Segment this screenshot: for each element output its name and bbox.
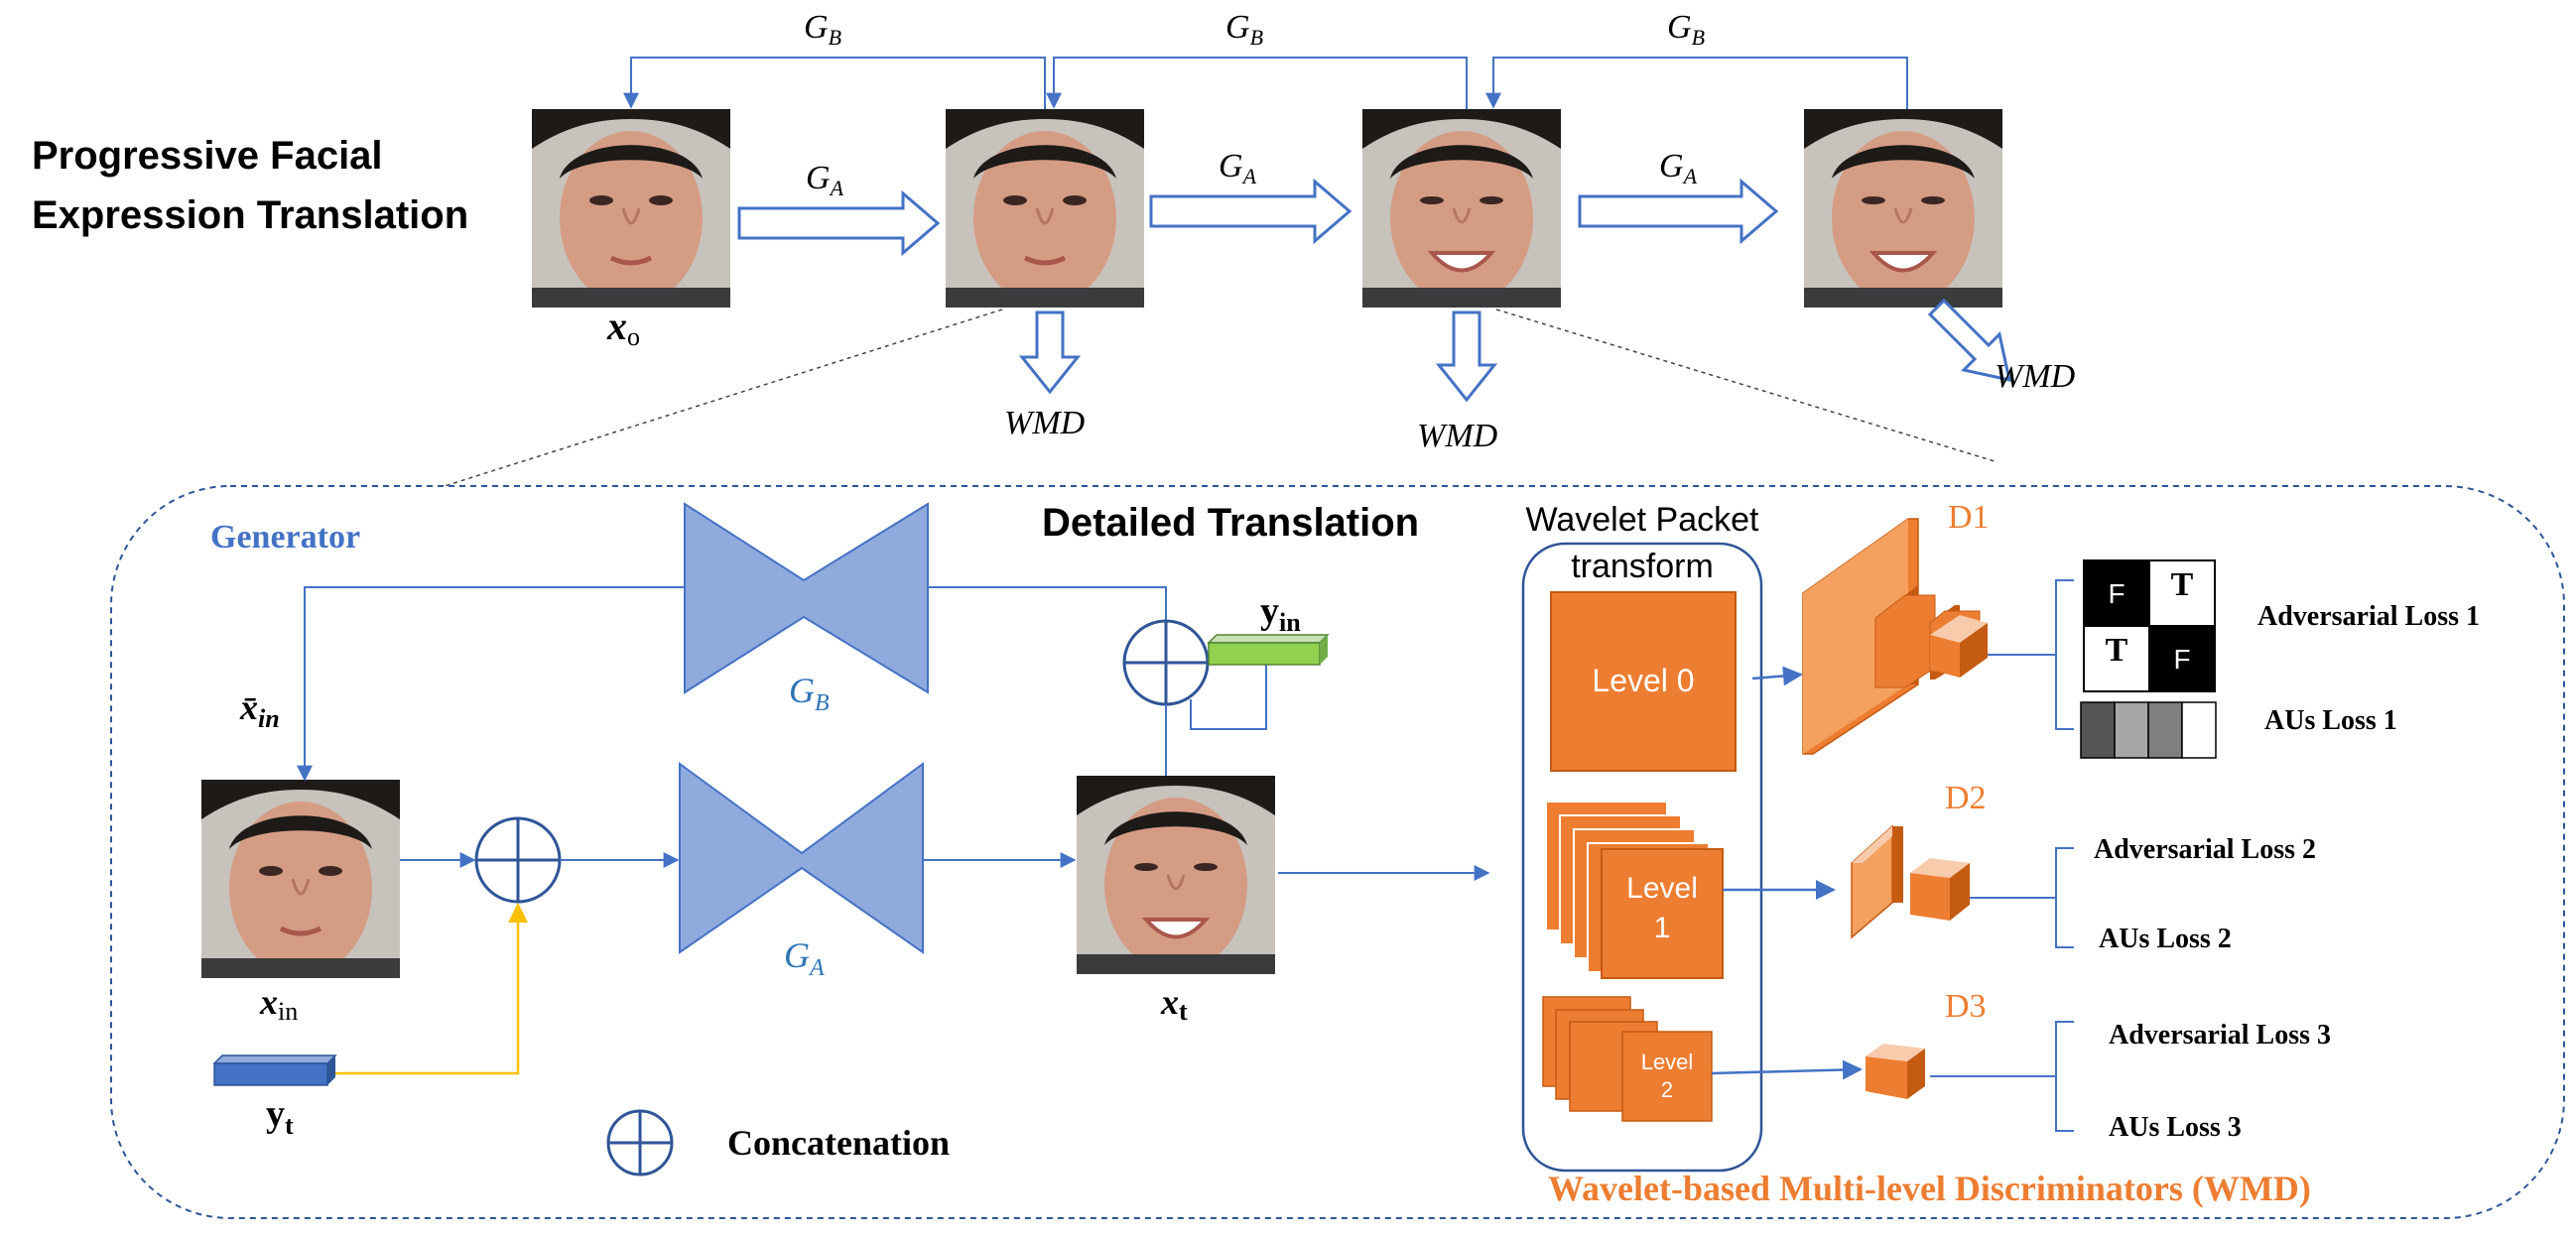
adv-loss-3: Adversarial Loss 3 (2109, 1020, 2331, 1051)
aus-loss-2: AUs Loss 2 (2099, 924, 2232, 954)
face-image-step1 (946, 109, 1144, 308)
face-image-xt (1075, 774, 1277, 976)
level0-label: Level 0 (1592, 663, 1694, 698)
face-image-step3 (1802, 107, 2004, 309)
svg-text:T: T (2171, 566, 2194, 603)
level2-label-1: Level (1641, 1050, 1694, 1074)
face-image-x0 (532, 109, 730, 308)
level1-label-1: Level (1626, 872, 1698, 905)
face-image-step2 (1360, 107, 1563, 309)
title: Progressive Facial Expression Translatio… (32, 134, 468, 237)
adv-loss-2: Adversarial Loss 2 (2094, 834, 2316, 865)
xbar-in-label: x̄in (239, 687, 280, 733)
yt-connector-line (335, 903, 528, 1075)
svg-text:WMD: WMD (1004, 405, 1086, 441)
generator-label: Generator (210, 519, 360, 556)
level0-block (1550, 591, 1737, 772)
yt-vector (212, 1054, 337, 1086)
aus-loss-1: AUs Loss 1 (2264, 705, 2397, 736)
wmd-top-labels: WMD WMD WMD (1004, 358, 2076, 454)
svg-text:GA: GA (806, 160, 844, 200)
wavelet-title-line1: Wavelet Packet (1526, 501, 1759, 539)
d1-output-lines (1988, 579, 2074, 730)
aus-loss-3: AUs Loss 3 (2109, 1112, 2242, 1143)
yin-connector-line (1190, 665, 1267, 730)
yin-vector (1207, 634, 1330, 666)
d3-network (1866, 1044, 1925, 1099)
d2-output-lines (1970, 847, 2074, 948)
svg-text:T: T (2106, 632, 2128, 669)
ga-top-labels: GA GA GA (806, 148, 1698, 200)
d1-label: D1 (1948, 499, 1990, 536)
svg-text:GA: GA (1659, 148, 1698, 188)
d1-network (1802, 518, 1988, 755)
concat-legend-label: Concatenation (727, 1123, 950, 1163)
wavelet-title-line2: transform (1571, 548, 1714, 585)
d2-label: D2 (1945, 780, 1987, 816)
svg-text:F: F (2173, 644, 2190, 675)
wavelet-to-disc-arrows (1711, 666, 1863, 1080)
input-flow-lines (400, 852, 1490, 881)
ga-hollow-arrows (737, 178, 1779, 257)
d3-label: D3 (1945, 988, 1987, 1025)
xin-label: xin (259, 982, 298, 1026)
level2-label-2: 2 (1661, 1077, 1673, 1102)
gb-feedback-line (297, 586, 1167, 782)
zoom-lines (444, 309, 1996, 487)
svg-text:GB: GB (804, 9, 841, 50)
title-line-1: Progressive Facial (32, 134, 383, 178)
gb-top-labels: GB GB GB (804, 9, 1705, 50)
title-line-2: Expression Translation (32, 193, 468, 237)
xt-label: xt (1160, 982, 1188, 1026)
svg-text:GB: GB (1667, 9, 1705, 50)
d2-network (1851, 824, 1970, 939)
adv-loss-1: Adversarial Loss 1 (2257, 601, 2480, 632)
face-image-xin (201, 780, 400, 978)
wmd-caption: Wavelet-based Multi-level Discriminators… (1548, 1169, 2311, 1208)
gb-bowtie (684, 502, 929, 694)
concat-node-output (1122, 619, 1210, 706)
adversarial-grid: F T T F (2083, 559, 2216, 692)
d3-output-lines (1930, 1021, 2074, 1132)
aus-bar (2080, 701, 2217, 759)
concat-legend-icon (606, 1109, 674, 1176)
svg-text:WMD: WMD (1995, 358, 2076, 395)
yin-label: yin (1260, 590, 1301, 637)
ga-bowtie-label: GA (784, 935, 825, 981)
level2-stack (1542, 996, 1713, 1122)
wavelet-panel (1521, 542, 1763, 1173)
concat-node-input (474, 816, 562, 904)
detail-heading: Detailed Translation (1042, 501, 1419, 545)
svg-text:F: F (2108, 578, 2125, 609)
gb-bowtie-label: GB (789, 671, 830, 716)
x0-label: xo (606, 304, 640, 351)
yt-label: yt (266, 1093, 294, 1140)
gb-feedback-lines (623, 57, 1908, 109)
level1-label-2: 1 (1654, 912, 1671, 944)
level1-stack (1545, 801, 1724, 979)
detail-panel (110, 485, 2565, 1219)
svg-text:WMD: WMD (1417, 418, 1498, 454)
ga-bowtie (679, 762, 924, 954)
svg-text:GB: GB (1225, 9, 1263, 50)
wmd-down-arrows (1018, 298, 2011, 403)
svg-text:GA: GA (1219, 148, 1257, 188)
